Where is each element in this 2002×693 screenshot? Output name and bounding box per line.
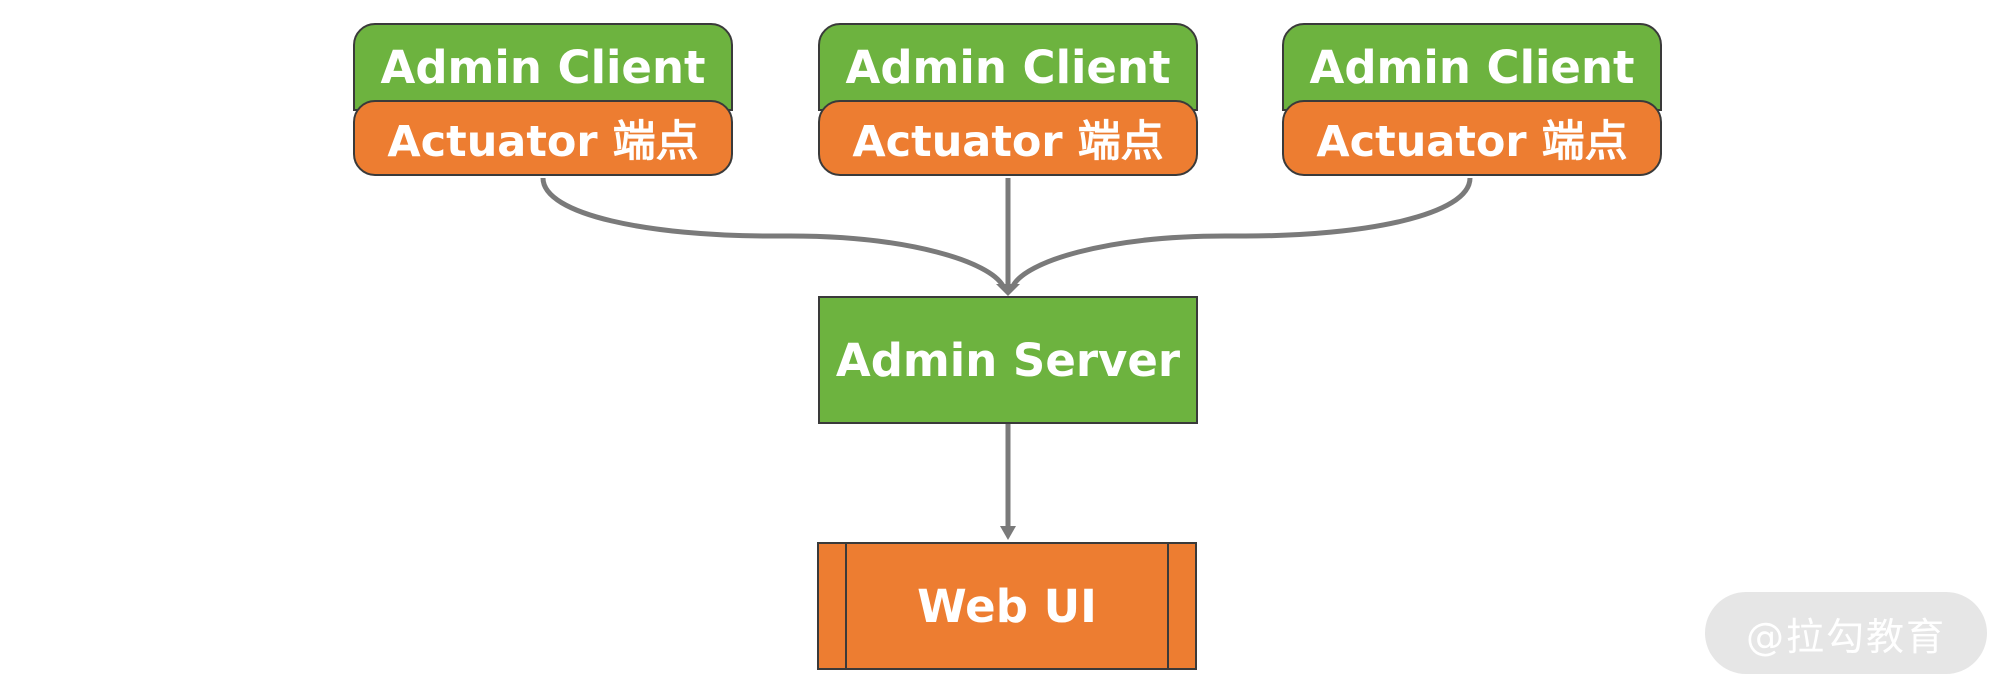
admin-client-1: Admin Client Actuator 端点 — [353, 23, 733, 176]
admin-server-box: Admin Server — [818, 296, 1198, 424]
connector-right-client — [1010, 177, 1473, 288]
connector-left-client — [540, 177, 1006, 288]
admin-client-label: Admin Client — [1282, 23, 1662, 111]
admin-client-label: Admin Client — [353, 23, 733, 111]
actuator-endpoint-label: Actuator 端点 — [353, 100, 733, 176]
web-ui-box: Web UI — [817, 542, 1197, 670]
actuator-endpoint-label: Actuator 端点 — [1282, 100, 1662, 176]
admin-client-label: Admin Client — [818, 23, 1198, 111]
watermark-badge: @拉勾教育 — [1705, 592, 1987, 674]
admin-client-2: Admin Client Actuator 端点 — [818, 23, 1198, 176]
actuator-endpoint-label: Actuator 端点 — [818, 100, 1198, 176]
web-ui-label: Web UI — [917, 579, 1097, 633]
ui-arrowhead — [1000, 526, 1016, 540]
converge-arrowhead — [996, 284, 1020, 296]
web-ui-right-bar — [1167, 544, 1169, 668]
web-ui-left-bar — [845, 544, 847, 668]
admin-client-3: Admin Client Actuator 端点 — [1282, 23, 1662, 176]
